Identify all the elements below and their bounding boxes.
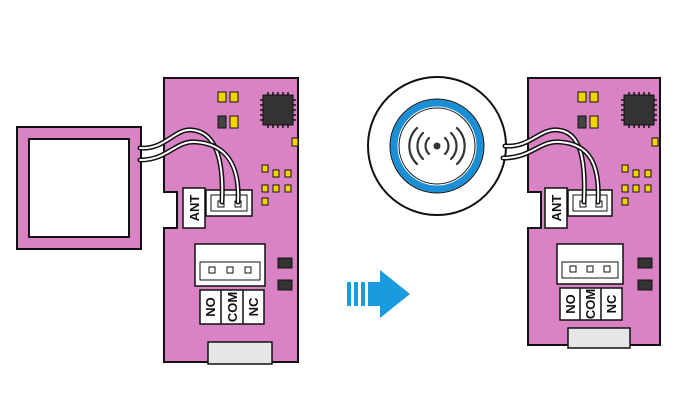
left-no-label: NO	[203, 297, 218, 317]
right-ant-label-box	[544, 187, 568, 229]
left-relay-connector	[194, 243, 266, 287]
left-smd-components	[217, 91, 299, 291]
right-smd-components	[577, 91, 659, 291]
right-relay-label-box	[559, 287, 623, 321]
right-ant-label: ANT	[549, 195, 564, 222]
right-arrow-icon	[347, 270, 410, 318]
left-relay-label-box	[199, 289, 265, 325]
right-ant-connector	[567, 189, 613, 217]
right-chip	[621, 92, 657, 128]
right-com-label: COM	[583, 289, 598, 319]
antenna-coil	[16, 126, 142, 250]
left-ant-connector	[205, 189, 253, 217]
left-chip	[260, 92, 296, 128]
right-module: ANT NO COM NC	[367, 76, 661, 349]
left-com-label: COM	[225, 292, 240, 322]
right-antenna-wires	[500, 127, 601, 205]
right-relay-connector	[556, 243, 624, 285]
left-antenna-wires	[137, 127, 241, 205]
left-ant-label: ANT	[187, 195, 202, 222]
left-nc-label: NC	[246, 297, 261, 316]
left-ant-label-box	[182, 187, 206, 229]
right-bottom-module	[567, 327, 631, 349]
left-bottom-module	[207, 341, 273, 365]
left-module: ANT NO COM NC	[16, 77, 299, 365]
right-no-label: NO	[563, 294, 578, 314]
right-nc-label: NC	[604, 294, 619, 313]
rfid-signal-icon	[408, 126, 466, 166]
